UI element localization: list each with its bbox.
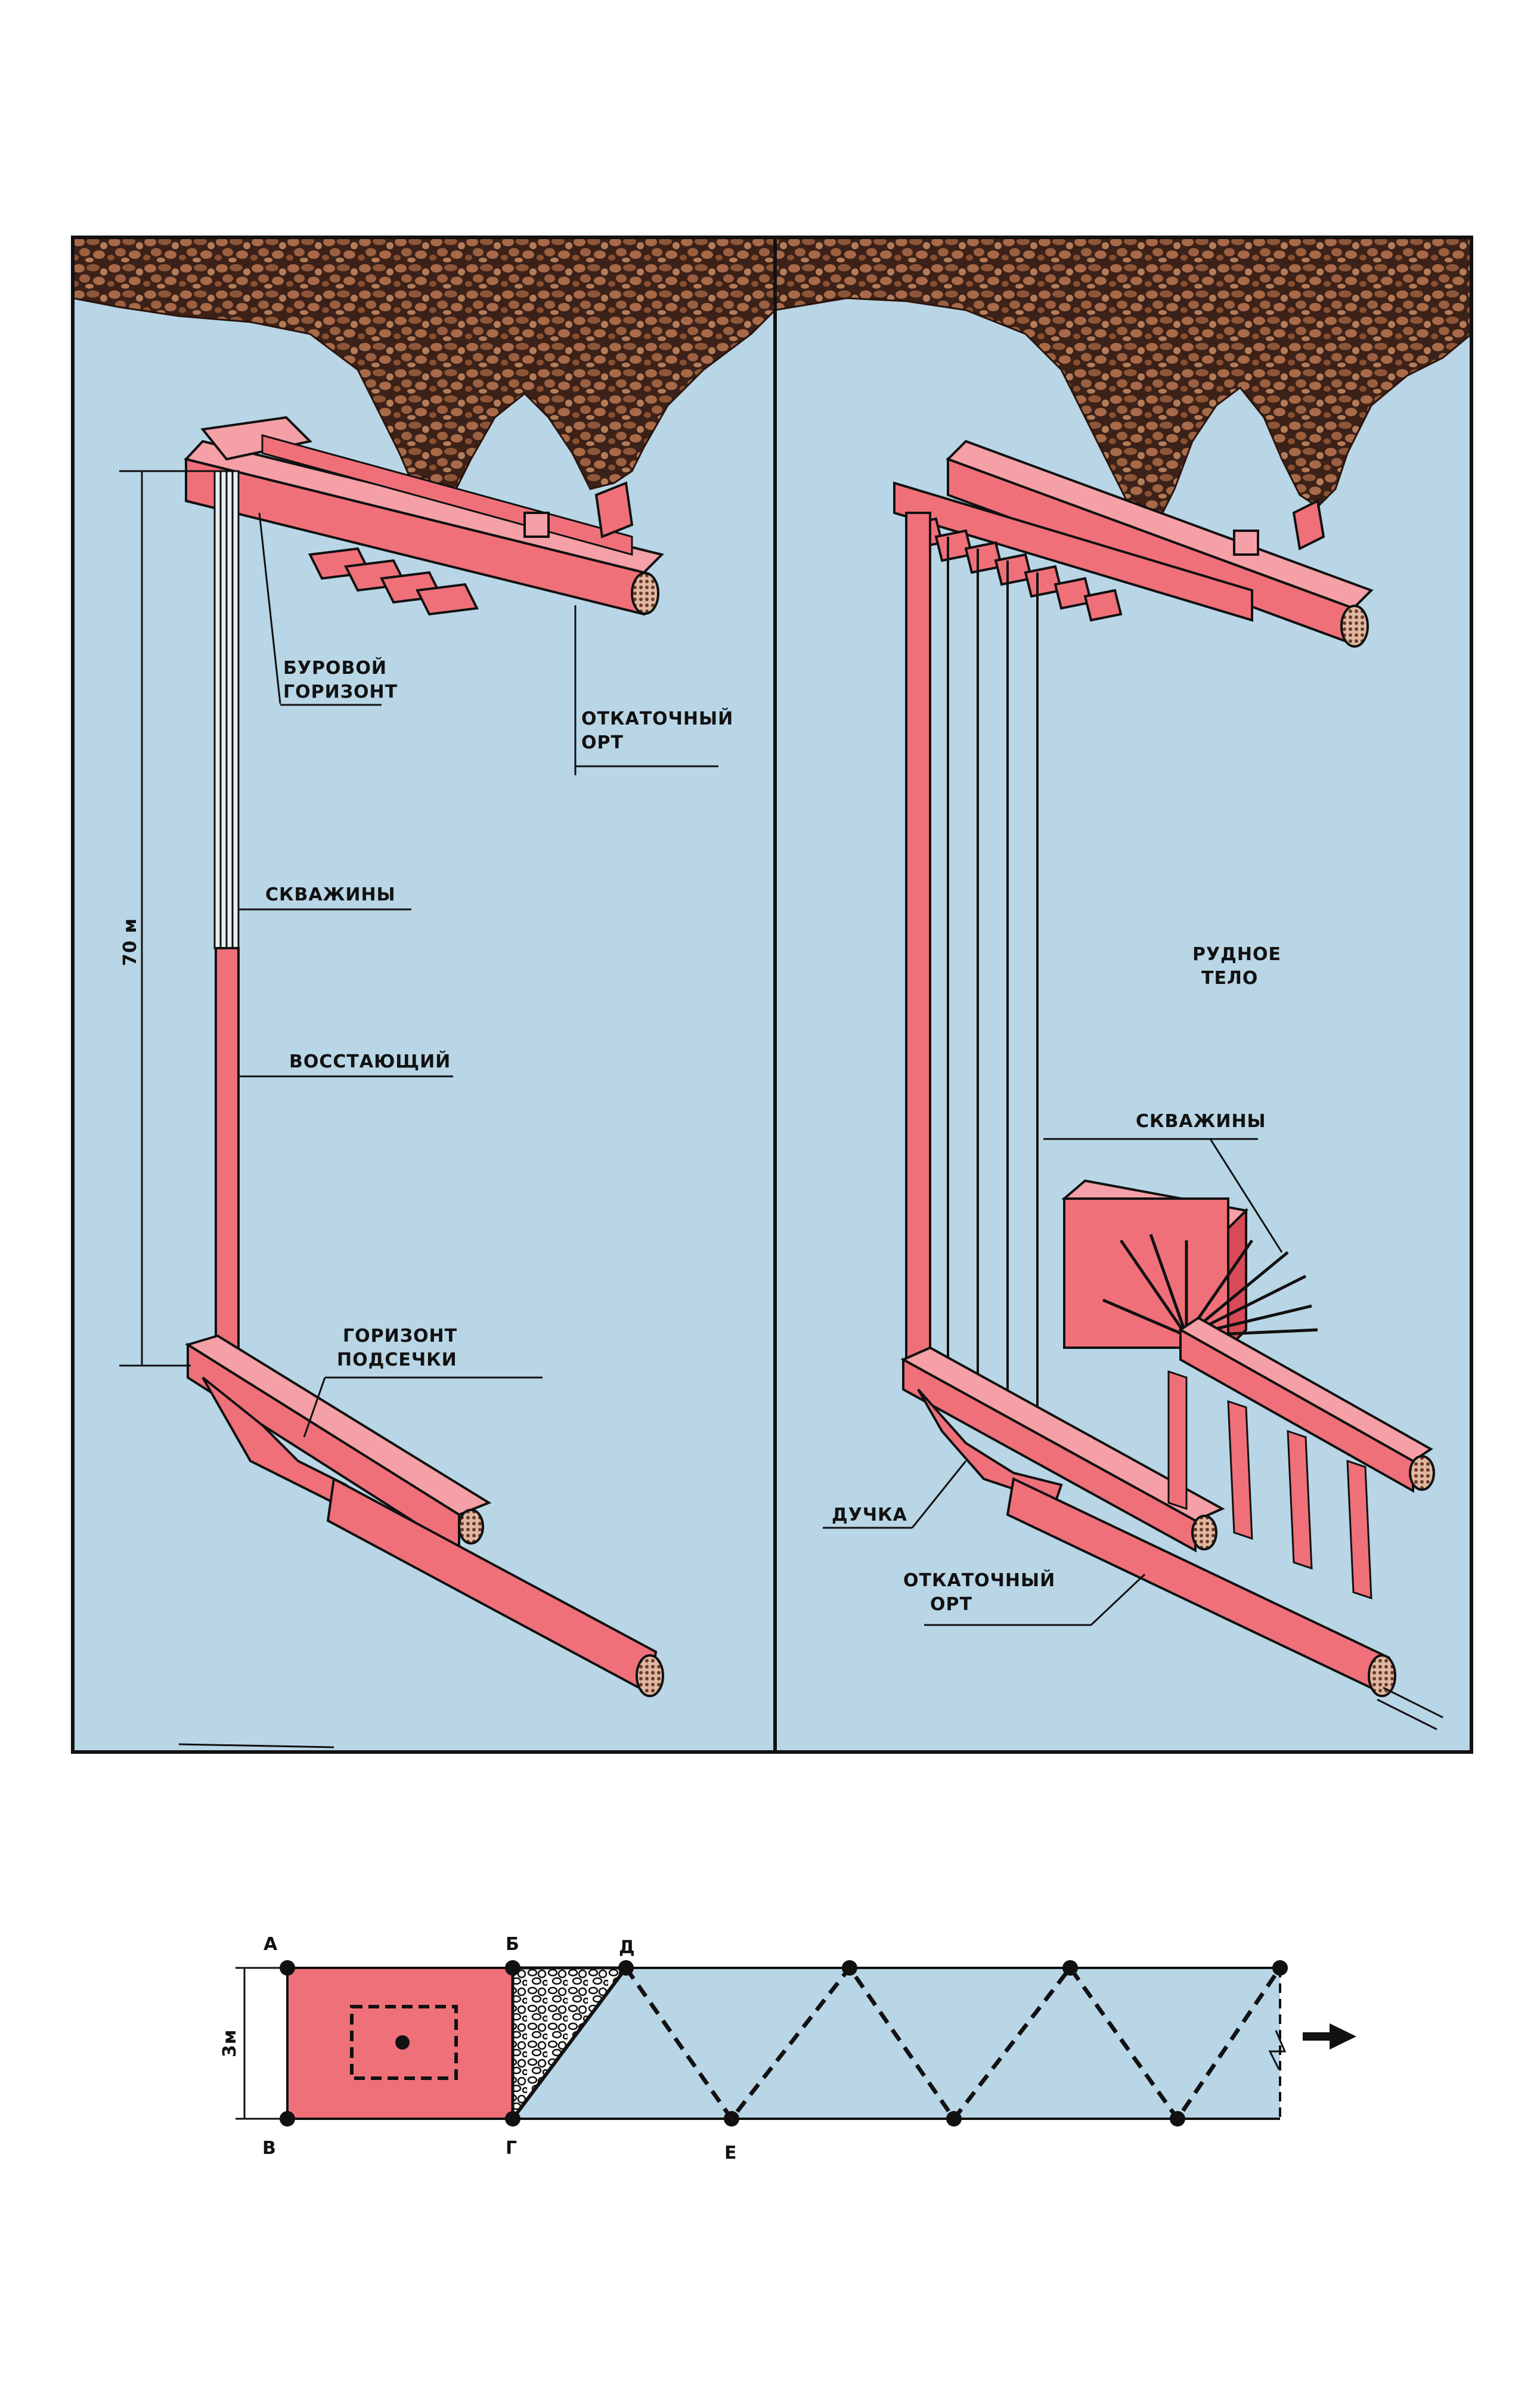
node-v [280,2111,295,2127]
drill-chamber-6 [1053,577,1093,610]
undercut-label-2: ПОДСЕЧКИ [337,1349,457,1370]
crosscut-1 [1167,1370,1188,1511]
boreholes-right-leader [1209,1138,1283,1253]
drill-block-side [1227,1208,1247,1351]
inner-dashed-rect [350,2005,458,2080]
haulage-drift-right [1179,1327,1414,1493]
outer-frame [71,236,1473,1754]
center-dot [395,2035,410,2050]
left-bottom-stray-line [178,1743,334,1748]
drill-stubs [308,547,479,616]
drill-chamber-2 [934,529,974,562]
point-label-b: Б [506,1934,520,1955]
chute-branch-right [917,1388,1063,1505]
node-bottom-1 [946,2111,962,2127]
haulage-drift-label-1: ОТКАТОЧНЫЙ [581,708,733,729]
undercut-label-1: ГОРИЗОНТ [343,1326,457,1347]
lower-drift-right [902,1357,1197,1553]
scheme-nodes [280,1960,1288,2127]
chute-label: ДУЧКА [832,1505,907,1525]
ore-body-label-1: РУДНОЕ [1192,944,1281,965]
left-scheme: 70 м БУРОВОЙ ГОРИЗОНТ ОТКАТОЧНЫЙ ОРТ СКВ… [119,416,733,1748]
raise-label: ВОССТАЮЩИЙ [289,1051,451,1072]
point-label-v: В [262,2138,277,2159]
main-haulage-end-cap [1368,1654,1396,1697]
caved-rock-left [72,236,776,508]
haulage-right-end-cap [1409,1455,1435,1491]
right-edge-mark [1268,2030,1287,2070]
left-ore-chute [594,481,634,538]
ore-body-label-2: ТЕЛО [1201,968,1258,989]
crosscut-4 [1346,1459,1372,1600]
drill-chamber-7 [1083,589,1123,622]
top-figure: 70 м БУРОВОЙ ГОРИЗОНТ ОТКАТОЧНЫЙ ОРТ СКВ… [71,236,1473,1754]
rail-line-1 [1383,1686,1443,1719]
rail-line-2 [1377,1698,1437,1731]
fan-borehole-1 [1119,1239,1188,1337]
node-top-3 [1272,1960,1288,1976]
haulage-drift-label-2: ОРТ [581,732,624,753]
node-a [280,1960,295,1976]
drill-horizon-label-2: ГОРИЗОНТ [283,682,398,702]
cross-drift-upper [200,416,313,461]
drill-chamber-4 [994,553,1033,586]
lower-haulage-end-cap [636,1654,664,1697]
solid-diagonal [511,1967,628,2120]
node-b [505,1960,520,1976]
point-label-d: Д [619,1937,636,1958]
crosscut-2 [1227,1400,1253,1540]
undercut-end-cap [458,1509,484,1544]
haulage-label-right-2: ОРТ [930,1594,972,1615]
bottom-scheme: А Б Д В Г Е 3м [219,1934,1356,2163]
advance-arrow-icon [1303,2023,1356,2050]
node-g [505,2111,520,2127]
drill-chamber-3 [964,541,1003,574]
point-label-g: Г [506,2138,518,2159]
drill-horizon-tunnel-top [184,439,664,574]
advance-arrow-head [1330,2023,1356,2050]
lower-drift-right-end-cap [1191,1515,1217,1550]
right-scheme: РУДНОЕ ТЕЛО СКВАЖИНЫ ДУЧКА ОТКАТОЧНЫЙ ОР… [823,439,1443,1731]
node-e [724,2111,739,2127]
drill-horizon-leader [258,512,281,704]
drill-horizon-label-1: БУРОВОЙ [283,657,387,679]
crosscut-3 [1287,1429,1313,1570]
node-top-2 [1062,1960,1078,1976]
haulage-label-right-1: ОТКАТОЧНЫЙ [903,1570,1055,1591]
fan-borehole-9 [1102,1298,1187,1338]
height-label: 70 м [120,918,141,966]
left-chute-ring [523,512,550,538]
right-ore-chute [1292,499,1325,550]
drill-drift-right [893,481,1253,622]
drill-chamber-5 [1024,565,1063,598]
drill-tunnel-end-cap [631,572,659,615]
drill-stub-4 [415,583,479,616]
undercut-leader-2 [303,1377,326,1438]
width-label: 3м [219,2029,240,2057]
boreholes-label: СКВАЖИНЫ [265,884,396,905]
point-label-a: А [264,1934,278,1955]
haulage-right-leader [1090,1573,1146,1626]
boreholes-label-right: СКВАЖИНЫ [1136,1111,1266,1132]
point-label-e: Е [724,2143,738,2163]
node-bottom-2 [1170,2111,1185,2127]
caved-rock-right [774,236,1473,520]
node-top-1 [842,1960,857,1976]
advance-arrow-shaft [1303,2032,1333,2041]
raise-right [905,512,931,1373]
right-chute-ring [1233,530,1259,556]
node-d [618,1960,634,1976]
connecting-crosscuts [1167,1370,1372,1600]
chute-leader [911,1460,967,1528]
raise-shaft [215,947,240,1361]
fan-borehole-2 [1149,1234,1188,1336]
upper-right-end-cap [1340,605,1369,648]
